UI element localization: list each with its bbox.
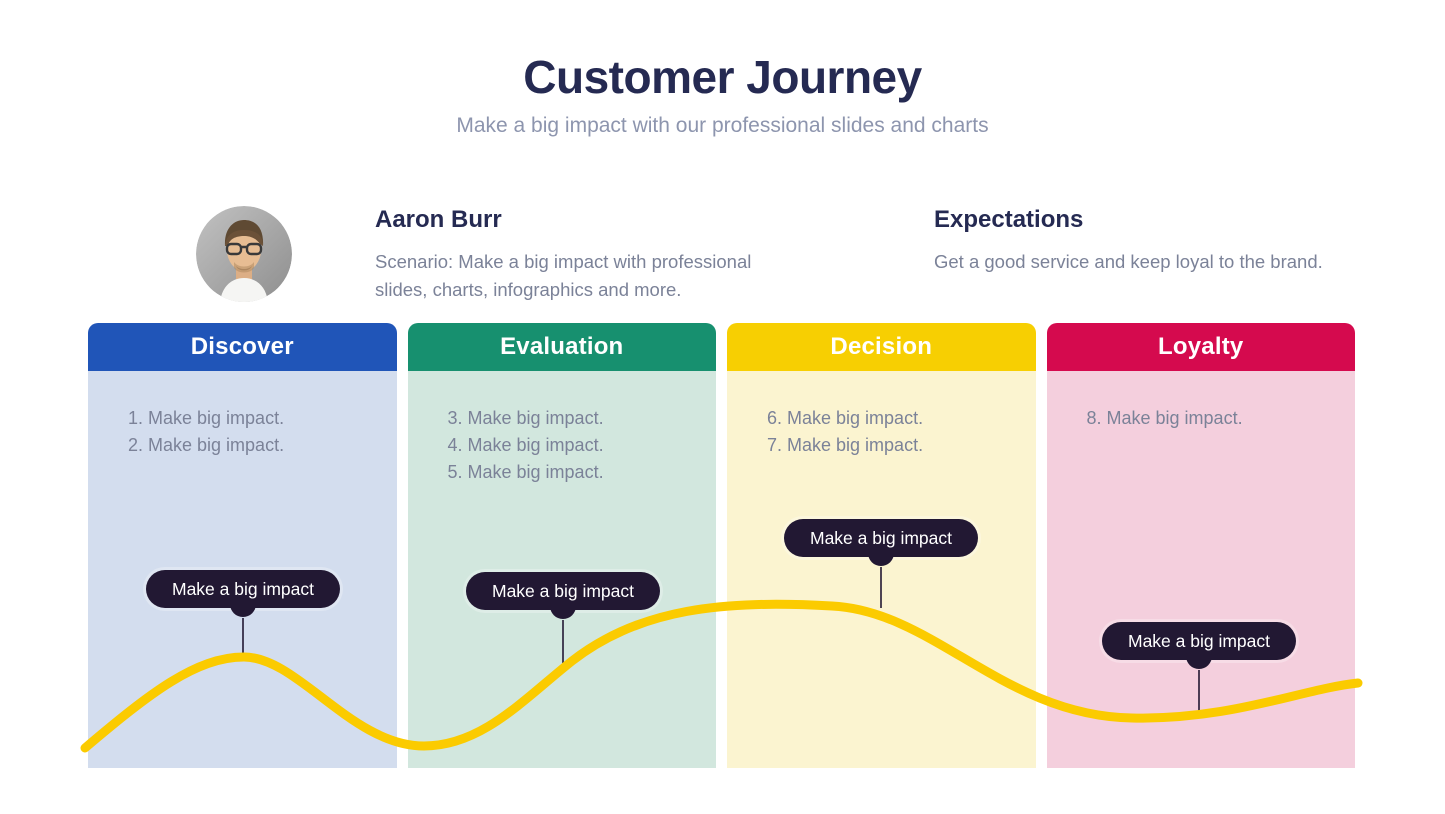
stage-column-loyalty: Loyalty 8. Make big impact. <box>1046 323 1355 768</box>
stage-body-loyalty: 8. Make big impact. <box>1046 371 1355 768</box>
expectations-block: Expectations Get a good service and keep… <box>934 206 1394 276</box>
stage-header-evaluation: Evaluation <box>407 323 716 371</box>
stage-item: 1. Make big impact. <box>128 408 285 428</box>
stage-item: 2. Make big impact. <box>128 435 285 455</box>
avatar-portrait-icon <box>196 206 292 302</box>
stage-column-evaluation: Evaluation 3. Make big impact. 4. Make big… <box>407 323 716 768</box>
stage-body-evaluation: 3. Make big impact. 4. Make big impact. 5.… <box>407 371 716 768</box>
page-subtitle: Make a big impact with our professional … <box>456 114 989 137</box>
stage-item: 4. Make big impact. <box>447 435 604 455</box>
stage-header-discover: Discover <box>88 323 397 371</box>
stage-label: Evaluation <box>500 333 624 360</box>
persona-info: Aaron Burr Scenario: Make a big impact w… <box>375 206 805 304</box>
stage-item: 6. Make big impact. <box>767 408 924 428</box>
stage-label: Decision <box>830 333 933 360</box>
stage-column-discover: Discover 1. Make big impact. 2. Make big i… <box>88 323 397 768</box>
persona-scenario: Scenario: Make a big impact with profess… <box>375 251 752 300</box>
stage-column-decision: Decision 6. Make big impact. 7. Make big i… <box>727 323 1036 768</box>
stage-body-discover: 1. Make big impact. 2. Make big impact. <box>88 371 397 768</box>
stage-header-loyalty: Loyalty <box>1046 323 1355 371</box>
stage-body-decision: 6. Make big impact. 7. Make big impact. <box>727 371 1036 768</box>
stage-item: 7. Make big impact. <box>767 435 924 455</box>
expectations-text: Get a good service and keep loyal to the… <box>934 251 1323 272</box>
stage-label: Loyalty <box>1158 333 1244 360</box>
stage-item: 5. Make big impact. <box>447 462 604 482</box>
persona-name: Aaron Burr <box>375 206 502 233</box>
page-title: Customer Journey <box>523 51 922 103</box>
stage-header-decision: Decision <box>727 323 1036 371</box>
stage-label: Discover <box>190 333 294 360</box>
journey-stages: Discover 1. Make big impact. 2. Make big i… <box>88 323 1355 768</box>
stage-item: 3. Make big impact. <box>447 408 604 428</box>
avatar <box>196 206 292 302</box>
stage-item: 8. Make big impact. <box>1086 408 1243 428</box>
expectations-heading: Expectations <box>934 206 1084 233</box>
